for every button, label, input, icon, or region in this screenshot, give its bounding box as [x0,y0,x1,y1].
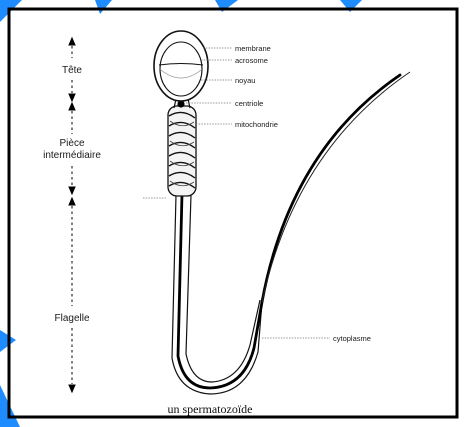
arrow-piece-top [69,103,75,110]
label-acrosome: acrosome [235,56,268,65]
label-mitochondrie: mitochondrie [235,120,278,129]
flagellum-end-piece [262,72,410,302]
label-noyau: noyau [235,76,255,85]
region-label-tete: Tête [62,65,82,76]
arrow-piece-bottom [69,187,75,194]
flagellum-outer-right [186,195,260,382]
arrow-tete-top [69,38,75,45]
label-cytoplasme: cytoplasme [333,334,371,343]
label-centriole: centriole [235,99,263,108]
region-label-piece-line1: Pièce [59,138,84,149]
diagram-caption: un spermatozoïde [168,402,253,416]
arrow-flagelle-bottom [69,385,75,392]
corner-accent-top-mid [95,0,112,14]
arrow-tete-bottom [69,94,75,101]
region-label-flagelle: Flagelle [54,313,89,324]
label-membrane: membrane [235,44,271,53]
arrow-flagelle-top [69,198,75,205]
nucleus [160,42,202,96]
corner-accent-top-left [0,0,22,22]
region-label-piece-line2: intermédiaire [43,150,101,161]
